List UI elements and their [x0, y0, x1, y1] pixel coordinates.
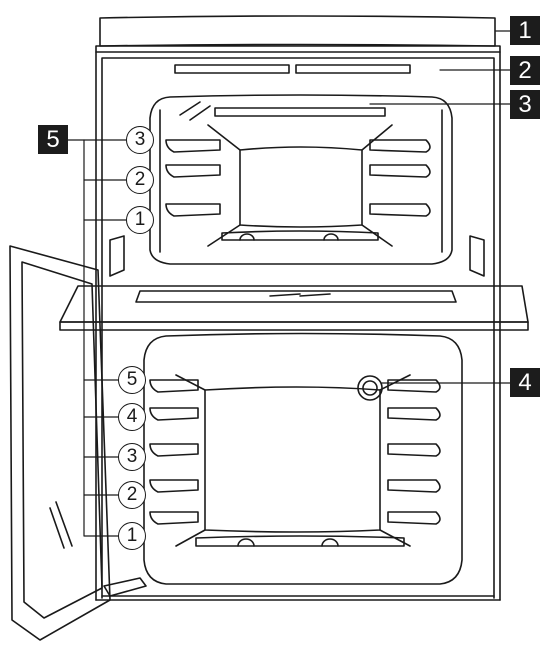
fascia-vents [174, 64, 411, 74]
lower-shelf-runners-left [149, 379, 199, 525]
upper-shelf-runners-right [369, 139, 431, 217]
callout-1-control-panel: 1 [510, 16, 540, 45]
control-panel [95, 15, 501, 53]
lower-shelf-position-5: 5 [118, 366, 146, 394]
callout-3-grill-element: 3 [510, 90, 540, 119]
upper-shelf-position-2: 2 [126, 166, 154, 194]
callout-5-shelf-positions: 5 [38, 125, 68, 154]
callout-4-oven-light: 4 [510, 368, 540, 397]
lower-oven-cavity [143, 332, 463, 585]
lower-oven-door-open [9, 245, 147, 641]
upper-shelf-position-3: 3 [126, 126, 154, 154]
lower-shelf-position-3: 3 [118, 443, 146, 471]
callout-2-fascia-vents: 2 [510, 56, 540, 85]
lower-shelf-position-2: 2 [118, 481, 146, 509]
lower-shelf-runners-right [387, 379, 441, 525]
oven-light [357, 375, 383, 401]
upper-oven-door-open [59, 285, 529, 331]
upper-door-hinges [109, 235, 485, 277]
lower-shelf-position-1: 1 [118, 522, 146, 550]
lower-shelf-position-4: 4 [118, 403, 146, 431]
upper-oven-cavity [149, 94, 453, 265]
callout-leader-lines [65, 30, 511, 537]
upper-shelf-runners-left [165, 139, 221, 217]
upper-shelf-position-1: 1 [126, 206, 154, 234]
oven-cabinet [95, 51, 501, 601]
